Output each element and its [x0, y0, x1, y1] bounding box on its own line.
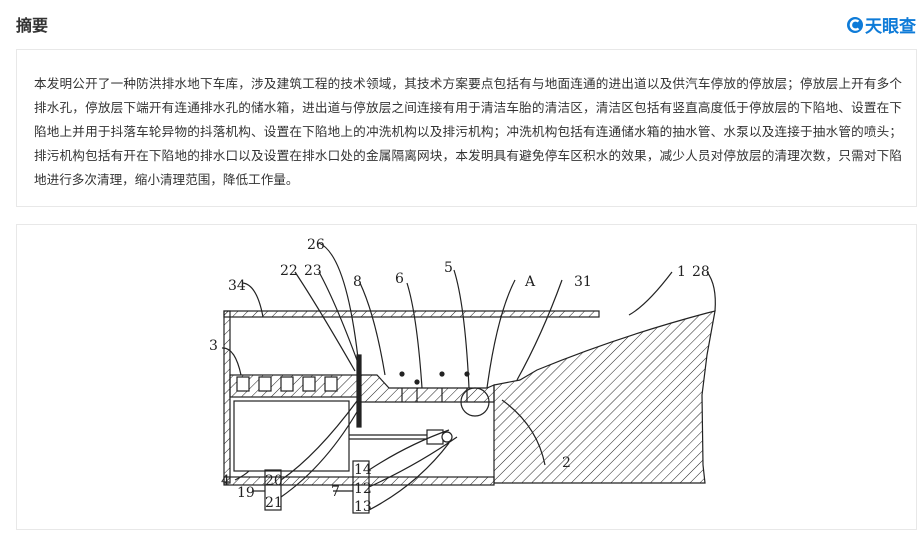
ref-19: 19 — [237, 485, 255, 501]
tianyancha-logo[interactable]: 天眼查 — [846, 12, 916, 37]
ref-1: 1 — [677, 264, 686, 280]
ref-26: 26 — [307, 237, 325, 253]
sunken-area — [359, 374, 495, 403]
ref-8: 8 — [353, 274, 362, 290]
ref-22: 22 — [280, 263, 298, 279]
abstract-text: 本发明公开了一种防洪排水地下车库，涉及建筑工程的技术领域，其技术方案要点包括有与… — [34, 76, 902, 187]
ref-6: 6 — [395, 271, 404, 287]
abstract-panel: 本发明公开了一种防洪排水地下车库，涉及建筑工程的技术领域，其技术方案要点包括有与… — [16, 49, 917, 207]
ref-28: 28 — [692, 264, 710, 280]
section-title: 摘要 — [16, 16, 49, 35]
top-slab — [223, 310, 600, 318]
left-wall — [223, 310, 231, 484]
logo-text: 天眼查 — [865, 17, 916, 37]
ref-14: 14 — [354, 462, 372, 478]
ref-12: 12 — [354, 481, 372, 497]
water-tank — [233, 400, 350, 472]
hatched-earth — [493, 310, 716, 484]
ref-4: 4 — [221, 473, 230, 489]
ref-13: 13 — [354, 499, 372, 515]
ref-31: 31 — [574, 274, 592, 290]
ref-20: 20 — [265, 473, 283, 489]
ref-3: 3 — [209, 338, 218, 354]
ref-7: 7 — [331, 484, 340, 500]
detail-circle-a — [460, 387, 490, 417]
bottom-slab — [223, 476, 495, 486]
ref-5: 5 — [444, 260, 453, 276]
ref-2: 2 — [562, 455, 571, 471]
tianyancha-logo-icon — [847, 16, 863, 33]
patent-drawing-panel: 26 22 23 8 6 5 A 31 1 28 34 3 4 19 20 21… — [16, 224, 917, 530]
patent-drawing: 26 22 23 8 6 5 A 31 1 28 34 3 4 19 20 21… — [209, 237, 716, 515]
header: 摘要 天眼查 — [0, 0, 922, 48]
ref-23: 23 — [304, 263, 322, 279]
ref-21: 21 — [265, 495, 283, 511]
ref-A: A — [524, 274, 536, 290]
ref-34: 34 — [228, 278, 246, 294]
